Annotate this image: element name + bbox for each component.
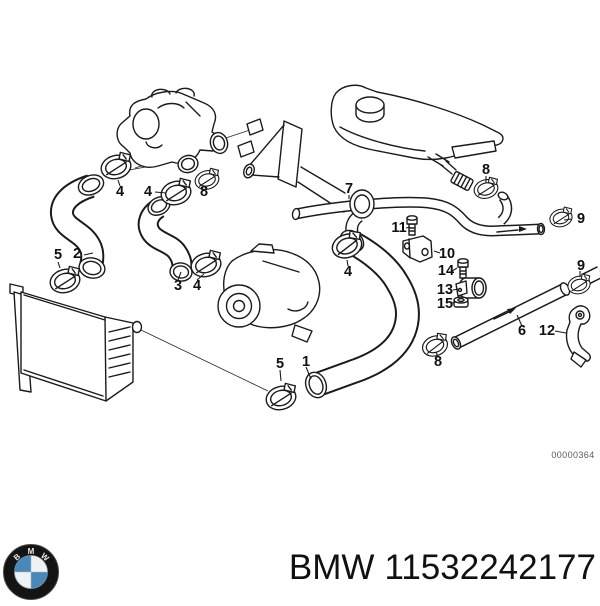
part-callout-8: 8 bbox=[481, 161, 491, 178]
part-callout-5: 5 bbox=[275, 355, 285, 372]
part-callout-4: 4 bbox=[115, 183, 125, 200]
thermostat-housing bbox=[116, 87, 229, 174]
bracket-12 bbox=[565, 305, 591, 368]
holder-13 bbox=[455, 277, 487, 299]
connector-funnel bbox=[237, 118, 346, 213]
leader-lines bbox=[57, 176, 581, 382]
threaded-fitting bbox=[440, 160, 474, 191]
logo-letter-m: M bbox=[28, 547, 35, 556]
part-callout-9: 9 bbox=[576, 257, 586, 274]
bmw-roundel-icon: B M W bbox=[3, 544, 59, 600]
hose-7 bbox=[291, 196, 546, 237]
part-callout-15: 15 bbox=[436, 295, 454, 312]
bmw-logo: B M W bbox=[2, 543, 60, 601]
part-callout-10: 10 bbox=[438, 245, 456, 262]
bolt-11 bbox=[406, 215, 418, 236]
part-callout-4: 4 bbox=[192, 277, 202, 294]
bracket-10 bbox=[402, 235, 433, 263]
hose-3 bbox=[137, 196, 193, 282]
part-callout-7: 7 bbox=[344, 180, 354, 197]
part-callout-8: 8 bbox=[433, 353, 443, 370]
part-number-line: BMW 11532242177 bbox=[289, 550, 596, 585]
part-callout-12: 12 bbox=[538, 322, 556, 339]
nut-15 bbox=[453, 296, 469, 308]
part-callout-4: 4 bbox=[143, 183, 153, 200]
part-callout-2: 2 bbox=[72, 245, 82, 262]
part-callout-11: 11 bbox=[391, 219, 407, 236]
tank-elbow-hose bbox=[497, 191, 513, 225]
part-number-text: 11532242177 bbox=[384, 548, 596, 587]
part-callout-9: 9 bbox=[576, 210, 586, 227]
water-pump bbox=[217, 243, 321, 343]
parts-diagram-illustration bbox=[9, 84, 600, 414]
logo-letter-b: B bbox=[12, 552, 22, 563]
part-callout-1: 1 bbox=[301, 353, 311, 370]
part-callout-13: 13 bbox=[436, 281, 454, 298]
part-callout-6: 6 bbox=[517, 322, 527, 339]
part-callout-4: 4 bbox=[343, 263, 353, 280]
part-callout-3: 3 bbox=[173, 277, 183, 294]
part-callout-5: 5 bbox=[53, 246, 63, 263]
bolt-14 bbox=[457, 258, 469, 279]
radiator bbox=[9, 283, 143, 402]
logo-letter-w: W bbox=[39, 551, 51, 563]
hose-2 bbox=[50, 174, 106, 279]
expansion-tank bbox=[330, 84, 504, 167]
brand-text: BMW bbox=[288, 548, 375, 587]
part-callout-8: 8 bbox=[199, 183, 209, 200]
diagram-id-watermark: 00000364 bbox=[551, 450, 595, 460]
part-callout-14: 14 bbox=[437, 262, 455, 279]
flow-arrow bbox=[496, 226, 527, 233]
